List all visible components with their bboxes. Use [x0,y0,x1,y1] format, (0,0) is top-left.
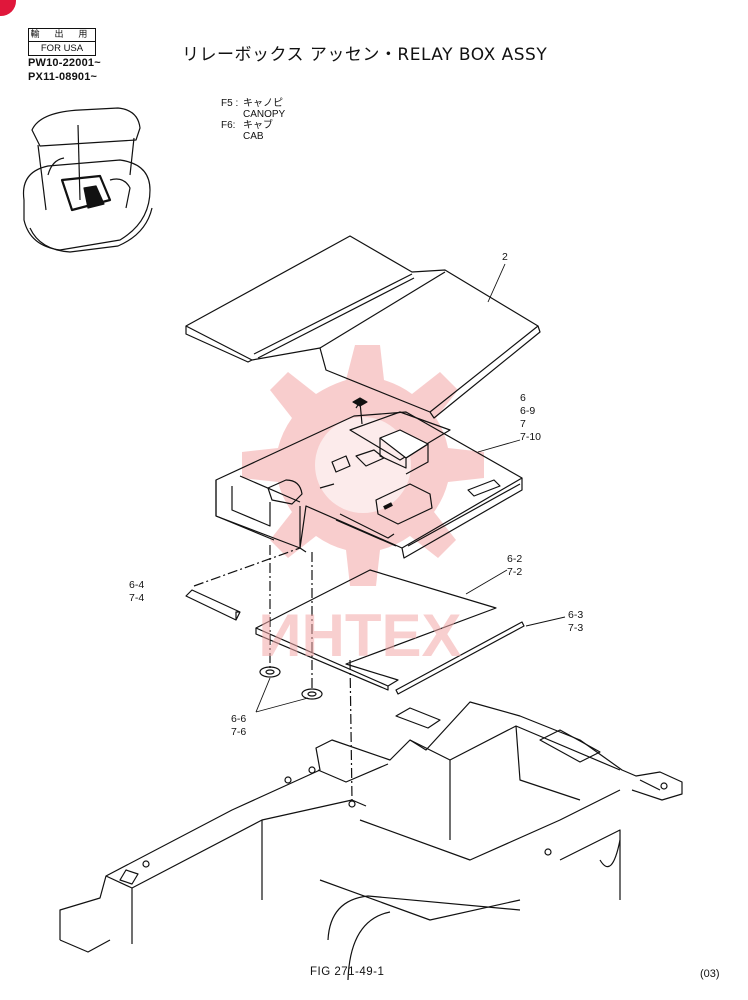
callout-part-6-4: 6-4 7-4 [129,579,144,605]
export-region: FOR USA [40,43,84,54]
page-title: リレーボックス アッセン・RELAY BOX ASSY [182,45,548,65]
variant-legend: F5 : キャノピ CANOPY F6: キャブ CAB [221,98,285,142]
revision-code: (03) [700,968,720,980]
watermark-text: ИНТЕХ [258,602,461,669]
callout-label: 7-3 [568,622,584,634]
cover-panel [185,235,541,419]
serial-range-1: PW10-22001~ [28,57,101,69]
figure-number: FIG 271-49-1 [310,966,385,978]
callout-part-6-6: 6-6 7-6 [231,713,246,739]
machine-thumbnail [22,107,153,253]
base-frame [59,701,683,981]
callout-part-2: 2 [502,251,508,264]
callout-label: 6 [520,392,526,404]
seal-strip [395,621,525,695]
callout-part-6: 6 6-9 7 7-10 [520,392,541,444]
legend-key-f6: F6: [221,120,236,131]
callout-label: 6-4 [129,579,145,591]
callout-part-6-3: 6-3 7-3 [568,609,583,635]
grommets [259,666,323,700]
callout-label: 6-3 [568,609,584,621]
serial-range-2: PX11-08901~ [28,71,98,83]
assembly-leaders [193,545,353,801]
callout-label: 7 [520,418,526,430]
callout-label: 7-10 [520,431,542,443]
legend-en-cab: CAB [243,131,264,142]
callout-label: 6-6 [231,713,247,725]
callout-leaders [255,263,566,713]
lower-cover-plate [255,569,497,691]
callout-label: 2 [502,251,508,263]
legend-key-f5: F5 : [221,98,239,109]
callout-label: 7-6 [231,726,247,738]
legend-jp-canopy: キャノピ [243,98,283,109]
legend-en-canopy: CANOPY [243,109,286,120]
legend-jp-cab: キャブ [243,120,273,131]
callout-label: 6-2 [507,553,523,565]
export-label: 輸 出 用 [29,30,95,42]
callout-label: 7-4 [129,592,145,604]
rubber-strip [185,589,241,621]
callout-label: 6-9 [520,405,536,417]
callout-part-6-2: 6-2 7-2 [507,553,522,579]
export-stamp: 輸 出 用 FOR USA [28,28,96,56]
callout-label: 7-2 [507,566,523,578]
